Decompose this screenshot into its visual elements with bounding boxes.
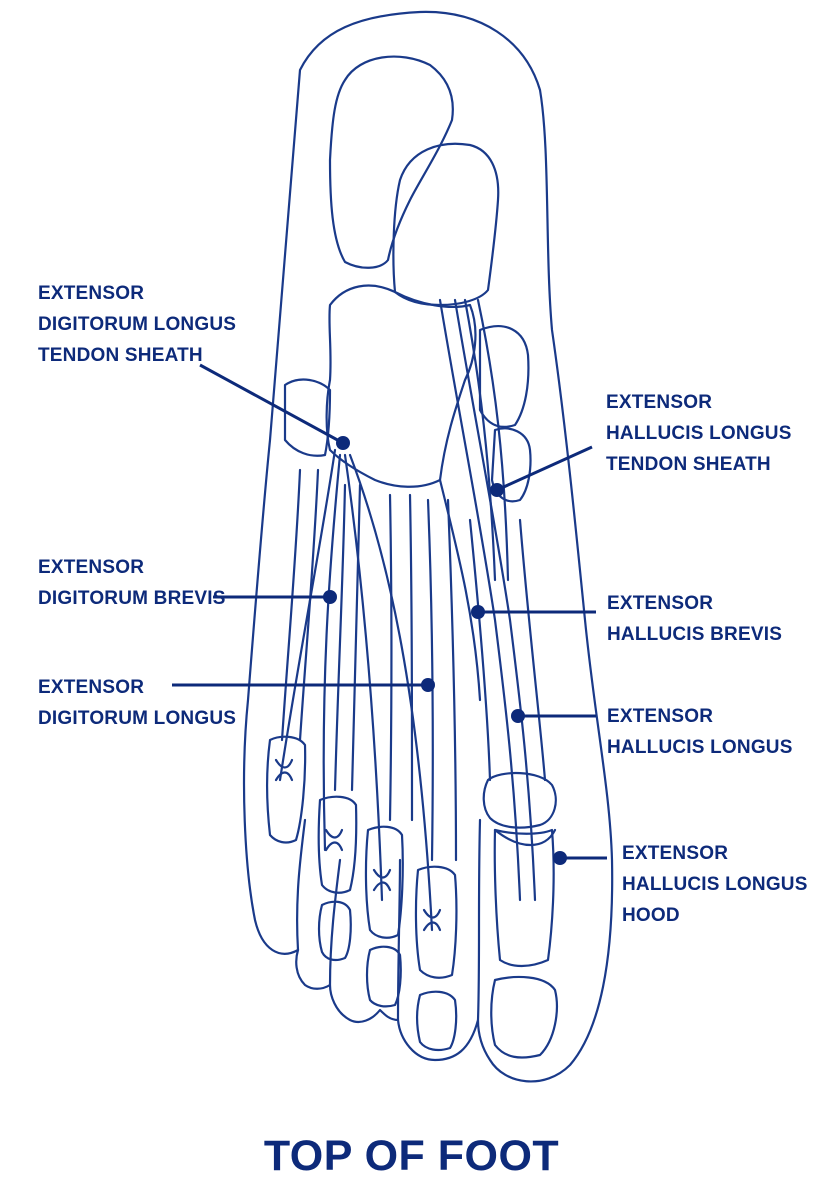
extensor-tendon [322, 453, 342, 852]
leader-dot [421, 678, 435, 692]
toe-phalanx [415, 990, 458, 1052]
extensor-tendon [343, 453, 384, 902]
metatarsal-bone [446, 498, 458, 862]
extensor-tendon [438, 478, 482, 702]
cuboid-bone [478, 325, 530, 428]
label-line: EXTENSOR [38, 557, 145, 578]
metatarsal-bone [388, 493, 393, 822]
leader-dot [490, 483, 504, 497]
label-extensor-digitorum-brevis: EXTENSOR DIGITORUM BREVIS [38, 552, 226, 614]
hallux-phalanx [493, 828, 555, 968]
label-line: EXTENSOR [607, 706, 714, 727]
hallux-phalanx [490, 975, 558, 1059]
label-extensor-digitorum-longus: EXTENSOR DIGITORUM LONGUS [38, 672, 236, 734]
label-line: DIGITORUM LONGUS [38, 708, 237, 729]
foot-outline [242, 10, 614, 1083]
metatarsal-bone [468, 518, 492, 782]
label-line: EXTENSOR [38, 283, 145, 304]
label-line: TENDON SHEATH [606, 454, 771, 475]
label-extensor-hallucis-longus: EXTENSOR HALLUCIS LONGUS [607, 701, 793, 763]
tendon-sheath-tip [274, 758, 294, 782]
metatarsal-bone [408, 493, 414, 822]
toe-phalanx [414, 865, 458, 979]
talus-bone [392, 142, 500, 307]
leader-dot [553, 851, 567, 865]
label-line: HALLUCIS LONGUS [607, 737, 793, 758]
metatarsal-bone [426, 498, 434, 862]
label-extensor-hallucis-longus-tendon-sheath: EXTENSOR HALLUCIS LONGUS TENDON SHEATH [606, 387, 792, 480]
label-line: DIGITORUM BREVIS [38, 588, 226, 609]
cuneiform-bone [283, 378, 332, 457]
label-line: DIGITORUM LONGUS [38, 314, 237, 335]
calcaneus-bone [328, 55, 454, 269]
extensor-tendon [278, 448, 337, 782]
diagram-title: TOP OF FOOT [263, 1132, 560, 1180]
tendon-sheath-tip [422, 908, 442, 932]
label-line: TENDON SHEATH [38, 345, 203, 366]
toe-phalanx [317, 795, 358, 894]
hallucis-hood-outline [493, 828, 557, 846]
extensor-tendon [348, 453, 434, 932]
toe-outline [296, 818, 307, 952]
leader-line [199, 363, 344, 445]
leader-dot [336, 436, 350, 450]
toe-outline [328, 858, 342, 987]
leader-dot [323, 590, 337, 604]
metatarsal-bone [333, 483, 347, 792]
label-extensor-digitorum-longus-tendon-sheath: EXTENSOR DIGITORUM LONGUS TENDON SHEATH [38, 278, 236, 371]
label-line: HOOD [622, 905, 680, 926]
toe-phalanx [265, 735, 307, 844]
tendon-sheath-tip [324, 828, 344, 852]
extensor-tendon [463, 298, 497, 582]
label-line: EXTENSOR [606, 392, 713, 413]
leader-dot [511, 709, 525, 723]
label-line: HALLUCIS LONGUS [622, 874, 808, 895]
extensor-tendon [476, 298, 510, 582]
label-line: EXTENSOR [607, 593, 714, 614]
metatarsal-bone [350, 483, 362, 792]
toe-phalanx [364, 825, 404, 939]
toe-phalanx [317, 900, 352, 962]
label-line: HALLUCIS LONGUS [606, 423, 792, 444]
label-extensor-hallucis-brevis: EXTENSOR HALLUCIS BREVIS [607, 588, 782, 650]
leader-dot [471, 605, 485, 619]
label-line: EXTENSOR [622, 843, 729, 864]
extensor-tendon [453, 298, 537, 902]
hallux-metatarsal-head [482, 771, 557, 829]
toe-phalanx [365, 945, 402, 1008]
leader-line [496, 445, 593, 492]
toe-outline [476, 818, 482, 1022]
label-line: HALLUCIS BREVIS [607, 624, 783, 645]
tendon-sheath-tip [372, 868, 392, 892]
label-line: EXTENSOR [38, 677, 145, 698]
metatarsal-bone [280, 468, 302, 742]
metatarsal-bone [518, 518, 547, 782]
extensor-tendon [438, 298, 522, 902]
navicular-bone [325, 284, 477, 488]
label-extensor-hallucis-longus-hood: EXTENSOR HALLUCIS LONGUS HOOD [622, 838, 808, 931]
